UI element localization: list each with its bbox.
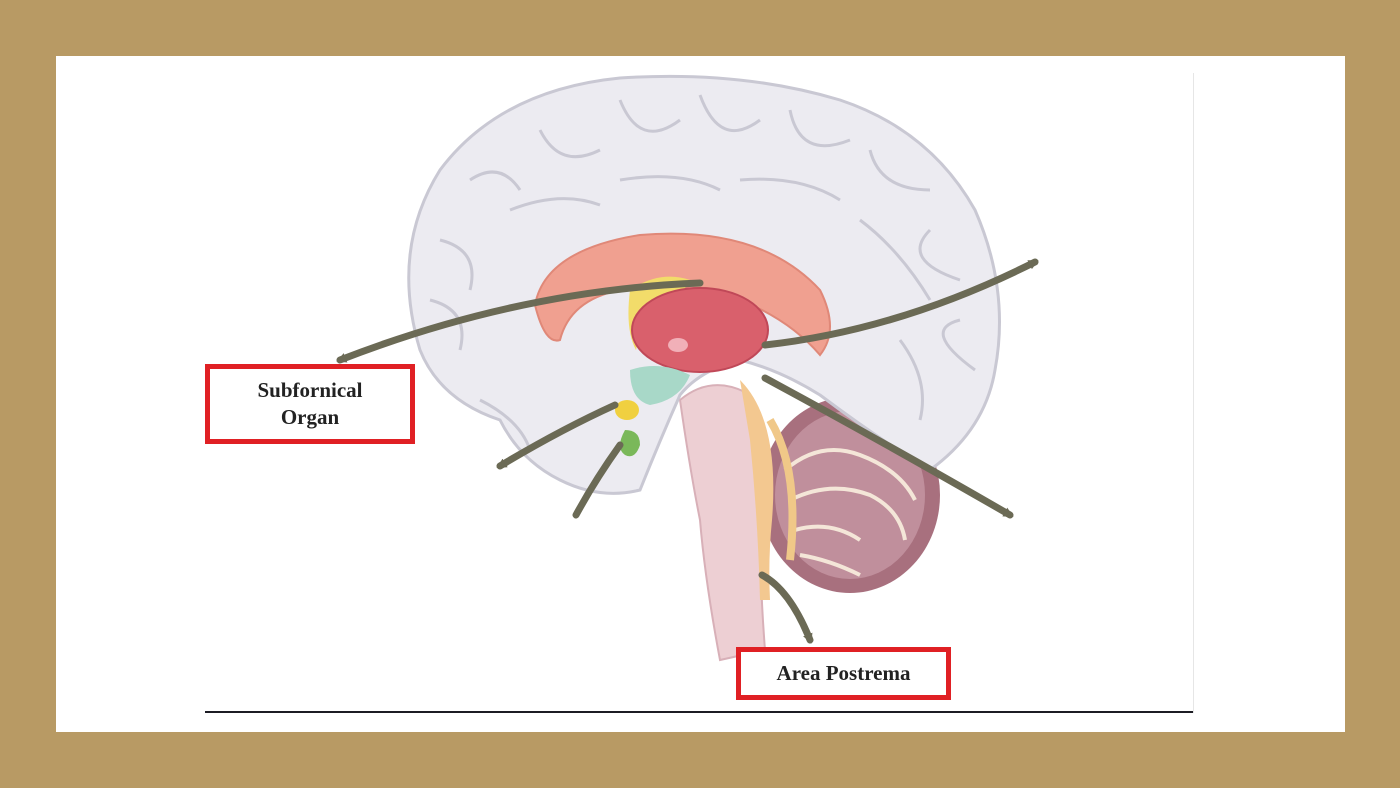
thalamus [632,288,768,372]
subfornical-organ-line-1: Subfornical [257,377,362,404]
thalamus-highlight [668,338,688,352]
area-postrema-label: Area Postrema [736,647,951,700]
pituitary-gland [615,400,639,420]
area-postrema-text: Area Postrema [777,660,911,687]
brainstem [680,380,773,660]
subfornical-organ-line-2: Organ [257,404,362,431]
subfornical-organ-label: Subfornical Organ [205,364,415,444]
